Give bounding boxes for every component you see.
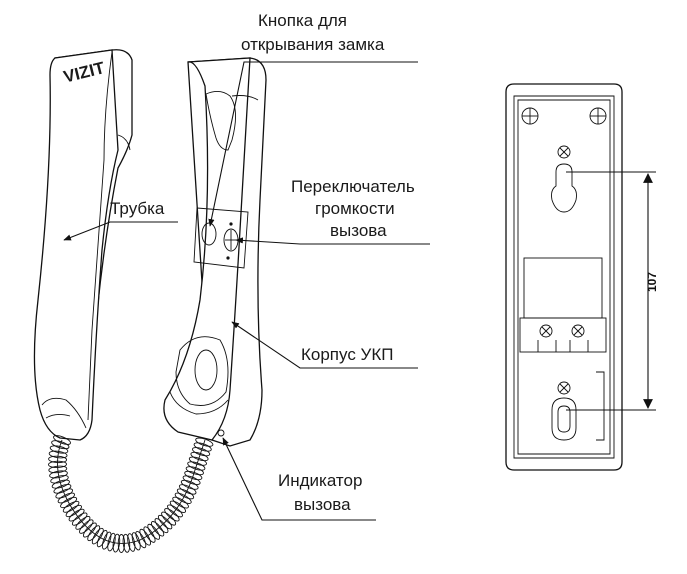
cord-coil [101,531,112,550]
cord-coil [50,475,69,484]
cord-coil [87,525,101,542]
cord-coil [190,451,209,462]
cord-coil [96,529,108,548]
cord-coil [91,527,104,545]
cord-coil [154,518,169,534]
coiled-cord [48,435,214,553]
cord-coil [117,534,126,553]
cord-coil [180,479,199,490]
cord-coil [79,519,94,534]
callout-indicator: Индикатор вызова [222,437,376,521]
cord-coil [192,447,211,457]
cord-coil [178,484,197,495]
cord-coil [182,475,201,485]
cord-coil [112,533,121,553]
cord-coil [172,496,189,509]
cord-coil [174,492,192,504]
label-volume-line2: громкости [315,199,395,218]
cord-coil [65,504,82,518]
cord-coil [51,479,70,489]
cord-coil [188,456,207,466]
cord-coil [48,455,68,464]
label-lock-button-line2: открывания замка [241,35,385,54]
cord-coil [55,488,74,499]
cord-coil [187,461,206,471]
label-indicator-line1: Индикатор [278,471,362,490]
wall-bracket-drawing [505,83,656,471]
handset-drawing [33,49,133,441]
cord-coil [48,465,68,474]
cord-coil [176,488,195,500]
cord-coil [147,523,161,540]
cord-coil [48,460,67,469]
label-volume-line3: вызова [330,221,387,240]
cord-coil [68,508,85,522]
callout-body: Корпус УКП [231,321,418,369]
cord-coil [157,514,173,530]
cord-coil [57,492,75,504]
cord-coil [167,504,183,518]
cord-coil [139,528,151,546]
cord-coil [51,440,70,450]
cord-coil [49,470,68,479]
cord-coil [143,526,156,543]
cord-coil [161,511,177,526]
cord-coil [48,450,68,459]
cord-coil [169,500,187,513]
cord-coil [122,533,131,553]
cord-coil [193,442,212,452]
cord-coil [150,521,165,537]
label-handset: Трубка [110,199,165,218]
cord-coil [131,532,141,551]
cord-coil [62,500,80,513]
cord-coil [53,483,72,494]
cord-coil [135,531,147,549]
base-unit-drawing [163,57,267,447]
label-body: Корпус УКП [301,345,393,364]
cord-coil [195,437,214,447]
callout-handset: Трубка [63,199,178,241]
label-lock-button-line1: Кнопка для [258,11,347,30]
cord-coil [164,508,180,522]
cord-coil [83,522,97,538]
dimension-label: 107 [645,272,659,292]
cord-coil [127,533,136,552]
label-indicator-line2: вызова [294,495,351,514]
cord-coil [185,466,204,476]
cord-coil [75,516,91,530]
cord-coil [184,470,203,481]
cord-coil [53,435,71,445]
callout-lock-button: Кнопка для открывания замка [208,11,418,227]
label-volume-line1: Переключатель [291,177,415,196]
cord-coil [107,532,116,552]
cord-coil [71,512,88,526]
cord-coil [49,445,69,454]
callout-volume-switch: Переключатель громкости вызова [235,177,430,245]
cord-coil [60,496,78,509]
